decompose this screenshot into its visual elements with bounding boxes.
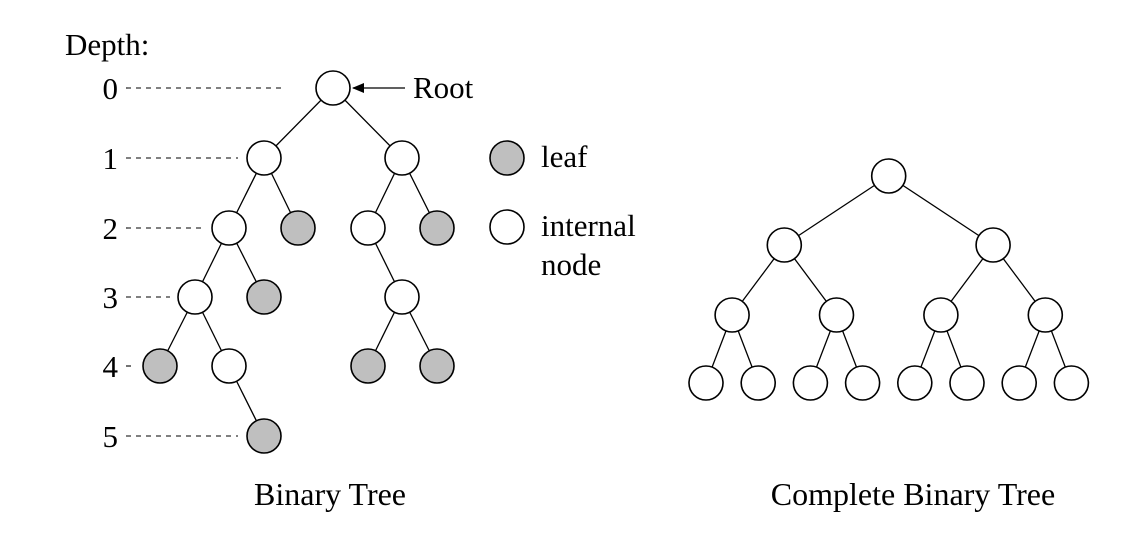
binary-tree-internal-node-r — [315, 70, 351, 106]
depth-header: Depth: — [65, 27, 149, 62]
depth-label-0: 0 — [103, 71, 119, 106]
complete-tree-node-2-2 — [923, 297, 959, 333]
complete-tree-node-1-1 — [975, 227, 1011, 263]
binary-tree-internal-node-b — [384, 140, 420, 176]
complete-tree-node-2-3 — [1027, 297, 1064, 333]
binary-tree-leaf-node-n — [246, 418, 282, 454]
legend-internal-swatch — [489, 209, 525, 245]
complete-tree-node-3-2 — [792, 365, 829, 401]
binary-tree-leaf-node-d — [280, 210, 316, 246]
binary-tree-caption: Binary Tree — [254, 476, 406, 512]
legend: leaf internal node — [489, 139, 636, 282]
complete-tree-edge-0-0-1 — [888, 175, 994, 246]
depth-label-2: 2 — [103, 211, 119, 246]
complete-tree-nodes — [688, 158, 1090, 401]
complete-tree-node-3-5 — [949, 365, 985, 401]
complete-tree-node-3-6 — [1001, 365, 1038, 401]
complete-tree-node-3-1 — [740, 365, 777, 401]
depth-label-4: 4 — [103, 349, 119, 384]
binary-tree-internal-node-a — [246, 140, 282, 176]
binary-tree-leaf-node-h — [246, 279, 282, 315]
complete-tree-node-2-0 — [714, 297, 750, 333]
complete-tree-node-3-3 — [844, 365, 881, 401]
binary-tree-leaf-node-m — [419, 348, 455, 384]
complete-tree-node-1-0 — [766, 227, 803, 263]
legend-leaf-label: leaf — [541, 139, 588, 174]
complete-tree-edge-0-0-0 — [783, 175, 890, 246]
binary-tree-internal-node-g — [177, 279, 213, 315]
binary-tree-leaf-node-j — [142, 348, 178, 384]
depth-scale: 0 1 2 3 4 5 — [103, 71, 286, 454]
complete-tree-node-3-7 — [1053, 365, 1090, 401]
legend-leaf-swatch — [489, 140, 525, 176]
binary-tree-internal-node-k — [211, 348, 247, 384]
depth-label-1: 1 — [103, 141, 119, 176]
binary-tree-leaf-node-l — [350, 348, 386, 384]
legend-internal-label-line1: internal — [541, 208, 636, 243]
binary-tree-edges — [159, 87, 438, 437]
complete-tree-caption: Complete Binary Tree — [771, 476, 1055, 512]
root-label: Root — [413, 70, 474, 105]
depth-label-3: 3 — [103, 280, 119, 315]
complete-tree-node-2-1 — [818, 297, 855, 333]
binary-tree-internal-node-e — [350, 210, 386, 246]
binary-tree-leaf-node-f — [419, 210, 455, 246]
binary-tree-nodes — [142, 70, 455, 454]
binary-tree-internal-node-c — [211, 210, 247, 246]
legend-internal-label-line2: node — [541, 247, 601, 282]
depth-label-5: 5 — [103, 419, 119, 454]
complete-tree-node-0-0 — [870, 158, 907, 194]
binary-tree-internal-node-i — [384, 279, 420, 315]
complete-tree-edges — [705, 175, 1073, 384]
complete-tree-node-3-4 — [896, 365, 933, 401]
complete-tree-node-3-0 — [688, 365, 724, 401]
